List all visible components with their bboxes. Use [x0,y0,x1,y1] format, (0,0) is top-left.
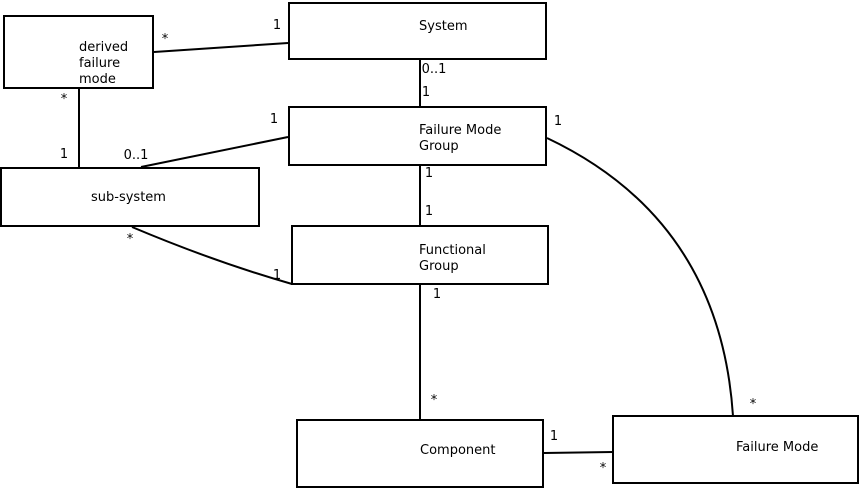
multiplicity-failure-mode-group-end: 1 [553,114,563,129]
multiplicity-derived-failure-mode-end: * [161,32,169,47]
class-box-derived-failure-mode: derived failure mode [3,15,154,89]
edge-sub-system-functional-group [131,226,293,285]
multiplicity-derived-failure-mode-end: * [60,92,68,107]
edge-component-failure-mode [543,451,614,454]
class-label-system: System [419,19,468,34]
multiplicity-functional-group-end: 1 [432,287,442,302]
class-box-sub-system: sub-system [0,167,260,227]
multiplicity-sub-system-end: 1 [59,147,69,162]
multiplicity-failure-mode-group-end: 1 [424,166,434,181]
class-box-system: System [288,2,547,60]
edge-failure-mode-group-failure-mode [546,137,734,417]
multiplicity-system-end: 0..1 [421,62,447,77]
class-label-failure-mode: Failure Mode [736,440,819,455]
class-box-failure-mode-group: Failure Mode Group [288,106,547,166]
class-box-functional-group: Functional Group [291,225,549,285]
multiplicity-component-end: * [430,393,438,408]
multiplicity-failure-mode-group-end: 1 [421,85,431,100]
multiplicity-functional-group-end: 1 [272,268,282,283]
class-box-component: Component [296,419,544,488]
class-label-functional-group: Functional Group [419,243,486,274]
class-box-failure-mode: Failure Mode [612,415,859,484]
edge-sub-system-failure-mode-group [140,136,289,168]
multiplicity-system-end: 1 [272,18,282,33]
class-label-sub-system: sub-system [91,190,166,205]
class-label-component: Component [420,443,496,458]
multiplicity-failure-mode-end: * [599,461,607,476]
multiplicity-failure-mode-end: * [749,397,757,412]
multiplicity-functional-group-end: 1 [424,204,434,219]
multiplicity-component-end: 1 [549,429,559,444]
multiplicity-sub-system-end: 0..1 [123,148,149,163]
multiplicity-failure-mode-group-end: 1 [269,112,279,127]
class-label-failure-mode-group: Failure Mode Group [419,123,502,154]
multiplicity-sub-system-end: * [126,232,134,247]
edge-derived-failure-mode-system [153,42,289,53]
class-label-derived-failure-mode: derived failure mode [79,40,129,87]
